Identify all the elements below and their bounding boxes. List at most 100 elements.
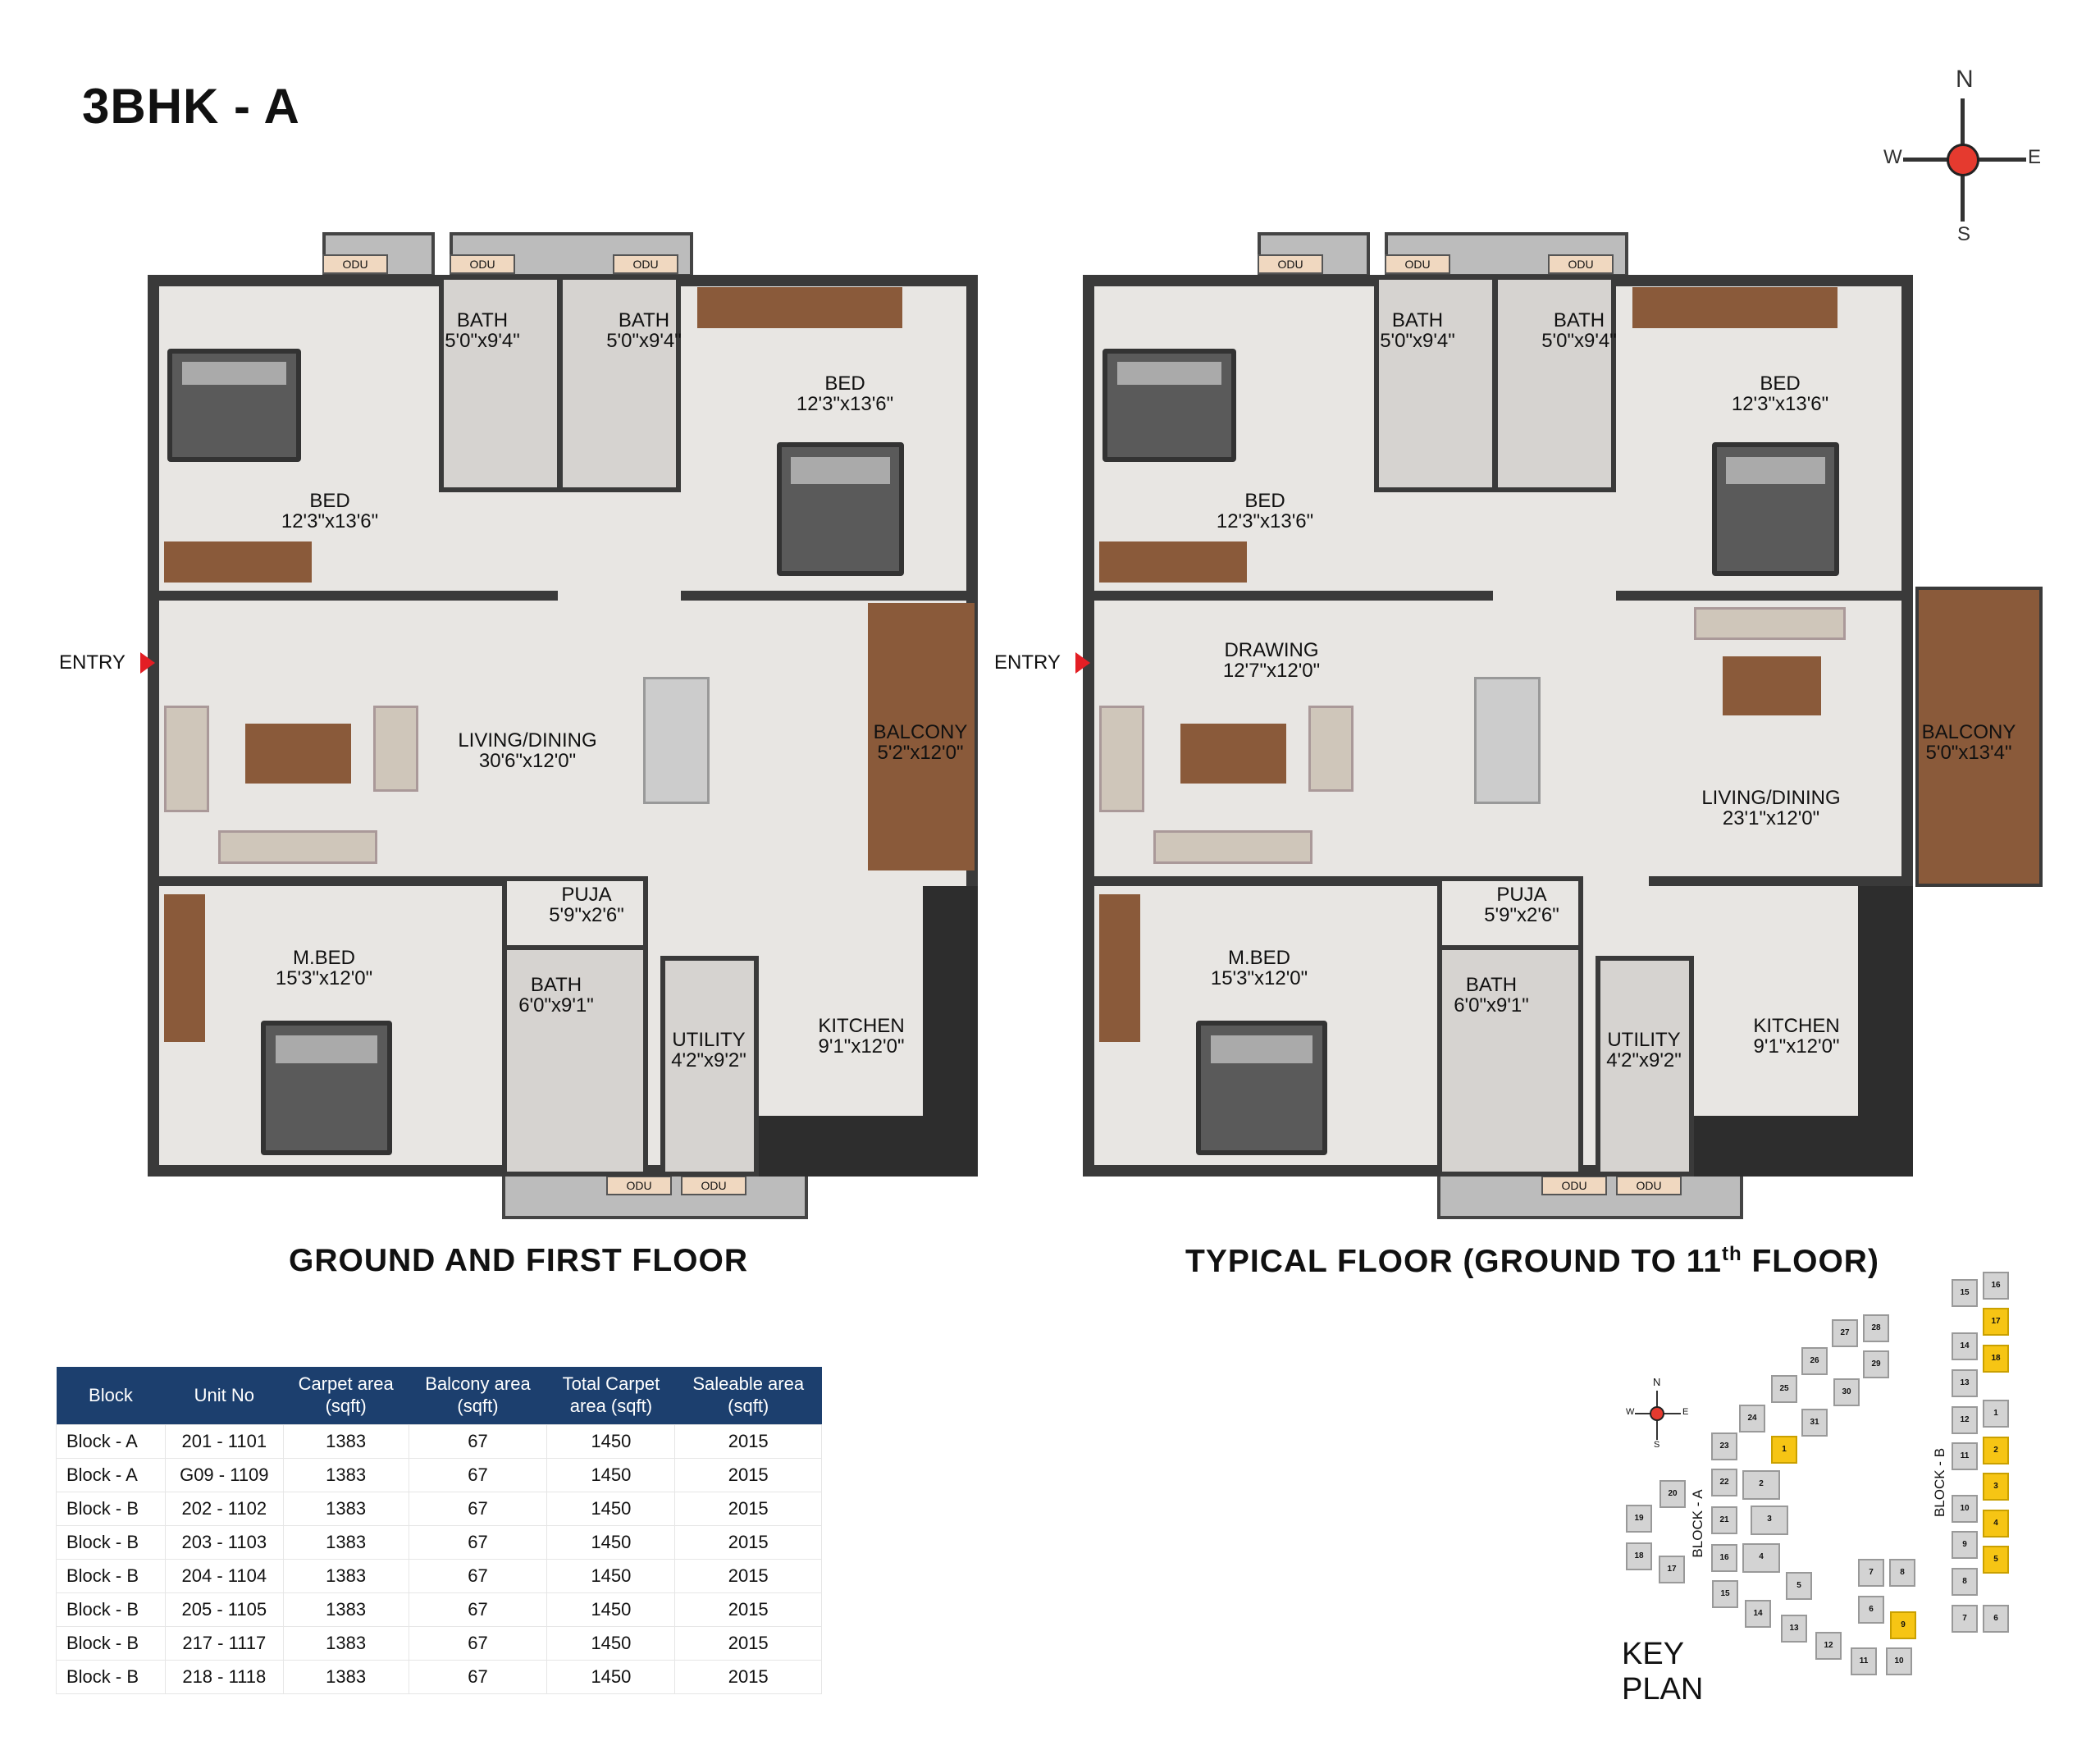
room-dim: 5'0"x9'4" xyxy=(1380,330,1455,353)
table-cell: Block - B xyxy=(56,1524,166,1560)
keyplan-unit: 6 xyxy=(1858,1596,1884,1624)
header-line: Unit No xyxy=(194,1384,254,1405)
keyplan-unit: 8 xyxy=(1952,1568,1978,1596)
balcony-deck xyxy=(1915,587,2043,887)
bed-icon xyxy=(1712,442,1839,576)
header-line: (sqft) xyxy=(728,1395,769,1416)
room-name: BED xyxy=(824,372,865,395)
room-dim: 4'2"x9'2" xyxy=(1606,1049,1682,1072)
keyplan-unit-selected: 1 xyxy=(1771,1436,1797,1464)
dining-table xyxy=(643,677,710,804)
table-cell: 1450 xyxy=(546,1457,676,1492)
entry-arrow-icon xyxy=(140,652,155,674)
header-line: Carpet area xyxy=(298,1373,394,1395)
room-name: BATH xyxy=(1465,974,1518,996)
keyplan-unit-selected: 18 xyxy=(1983,1345,2009,1373)
compass-n: N xyxy=(1653,1376,1661,1388)
keyplan-compass: N W E S xyxy=(1626,1376,1689,1450)
table-cell: 1383 xyxy=(282,1457,409,1492)
keyplan-unit: 30 xyxy=(1833,1378,1860,1406)
bath-room xyxy=(558,275,681,492)
room-dim: 5'0"x9'4" xyxy=(445,330,520,353)
table-cell: 2015 xyxy=(674,1625,822,1661)
bath-room xyxy=(1493,275,1616,492)
keyplan-unit: 29 xyxy=(1863,1350,1889,1378)
room-name: M.BED xyxy=(292,947,356,969)
table-cell: 1450 xyxy=(546,1592,676,1627)
room-name: KITCHEN xyxy=(1753,1015,1840,1037)
wardrobe xyxy=(164,541,312,583)
bed-icon xyxy=(1196,1021,1327,1155)
wardrobe xyxy=(1099,894,1140,1042)
keyplan-unit-selected: 5 xyxy=(1983,1546,2009,1574)
keyplan-unit: 11 xyxy=(1851,1647,1877,1675)
compass-s: S xyxy=(1957,223,1971,245)
table-cell: Block - B xyxy=(56,1491,166,1526)
room-dim: 6'0"x9'1" xyxy=(1454,994,1529,1017)
table-cell: 1383 xyxy=(282,1491,409,1526)
coffee-table xyxy=(1723,656,1821,715)
keyplan-unit: 13 xyxy=(1781,1615,1807,1643)
table-cell: 2015 xyxy=(674,1457,822,1492)
room-dim: 5'2"x12'0" xyxy=(877,742,964,765)
table-cell: Block - B xyxy=(56,1659,166,1694)
table-cell: 1450 xyxy=(546,1625,676,1661)
room-dim: 30'6"x12'0" xyxy=(478,750,577,773)
odu-label: ODU xyxy=(681,1176,746,1195)
bath-room xyxy=(1437,945,1583,1177)
caption-text: FLOOR) xyxy=(1742,1244,1879,1279)
compass-w: W xyxy=(1883,146,1902,168)
room-name: BATH xyxy=(1391,309,1444,331)
header-line: Total Carpet xyxy=(562,1373,660,1395)
column-header: Carpet area(sqft) xyxy=(283,1367,409,1424)
keyplan-unit: 22 xyxy=(1711,1469,1737,1496)
utility-room xyxy=(660,956,759,1177)
header-line: area (sqft) xyxy=(569,1395,653,1416)
odu-label: ODU xyxy=(1548,254,1614,274)
keyplan-unit-selected: 9 xyxy=(1890,1611,1916,1639)
room-dim: 5'0"x13'4" xyxy=(1925,742,2012,765)
table-cell: 67 xyxy=(408,1625,548,1661)
table-cell: 1383 xyxy=(282,1592,409,1627)
sofa xyxy=(1308,706,1354,792)
caption-sup: th xyxy=(1721,1243,1742,1265)
bed-icon xyxy=(167,349,301,462)
wall xyxy=(1616,591,1913,601)
keyplan-unit: 9 xyxy=(1952,1531,1978,1559)
table-cell: 2015 xyxy=(674,1423,822,1459)
compass-s: S xyxy=(1654,1440,1660,1450)
room-name: BATH xyxy=(456,309,509,331)
sofa xyxy=(1153,830,1312,864)
odu-label: ODU xyxy=(322,254,388,274)
keyplan-unit: 26 xyxy=(1801,1347,1828,1375)
room-name: BATH xyxy=(530,974,582,996)
column-header: Balcony area(sqft) xyxy=(409,1367,547,1424)
room-dim: 9'1"x12'0" xyxy=(818,1035,905,1058)
bath-room xyxy=(1374,275,1497,492)
wall xyxy=(148,591,558,601)
table-cell: Block - B xyxy=(56,1625,166,1661)
wardrobe xyxy=(164,894,205,1042)
wardrobe xyxy=(1632,287,1838,328)
keyplan-unit: 31 xyxy=(1801,1409,1828,1437)
table-cell: Block - A xyxy=(56,1423,166,1459)
table-cell: 1450 xyxy=(546,1558,676,1593)
sofa xyxy=(1099,706,1144,812)
compass-e: E xyxy=(1682,1407,1689,1417)
header-line: Block xyxy=(89,1384,133,1405)
kitchen-counter xyxy=(1694,1116,1913,1177)
keyplan-unit: 7 xyxy=(1858,1559,1884,1587)
keyplan-unit: 14 xyxy=(1952,1332,1978,1360)
table-cell: 1383 xyxy=(282,1625,409,1661)
room-name: BED xyxy=(1760,372,1801,395)
table-cell: 204 - 1104 xyxy=(164,1558,284,1593)
compass-w: W xyxy=(1626,1407,1635,1417)
table-cell: 201 - 1101 xyxy=(164,1423,284,1459)
wardrobe xyxy=(1099,541,1247,583)
odu-label: ODU xyxy=(606,1176,672,1195)
table-cell: 67 xyxy=(408,1423,548,1459)
caption-text: TYPICAL FLOOR (GROUND TO 11 xyxy=(1185,1244,1722,1279)
